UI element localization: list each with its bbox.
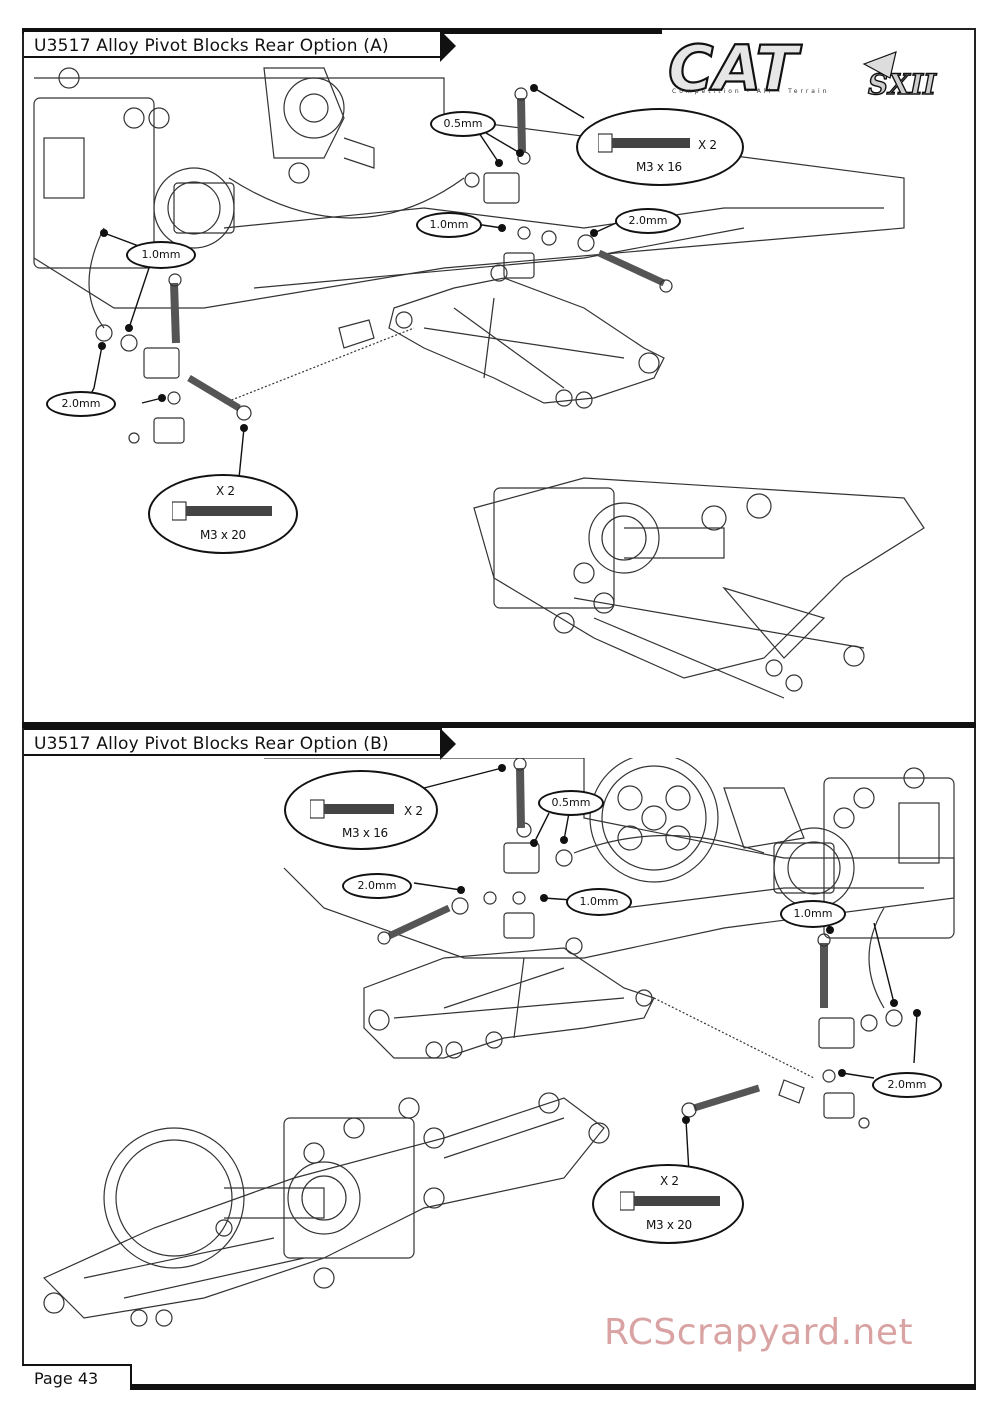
size-label: M3 x 20: [646, 1218, 692, 1232]
screw-m3x20-callout: X 2 M3 x 20: [148, 474, 298, 554]
quantity-label: X 2: [216, 484, 235, 498]
footer-band: [132, 1384, 976, 1390]
section-b-diagram: [42, 758, 955, 1327]
watermark: RCScrapyard.net: [604, 1312, 914, 1353]
page-number: Page 43: [22, 1364, 132, 1390]
washer-20-callout: 2.0mm: [342, 873, 412, 899]
size-label: M3 x 16: [342, 826, 388, 840]
screw-icon: [598, 133, 690, 153]
section-b-header-band: [22, 722, 976, 728]
quantity-label: X 2: [660, 1174, 679, 1188]
size-label: M3 x 20: [200, 528, 246, 542]
quantity-label: X 2: [698, 138, 717, 152]
section-a-diagram: [33, 67, 925, 699]
quantity-label: X 2: [404, 804, 423, 818]
washer-20-callout: 2.0mm: [872, 1072, 942, 1098]
cat-logo: CAT SXII: [667, 31, 938, 106]
logo-tagline: Competition - All - Terrain: [672, 88, 830, 95]
washer-20-callout: 2.0mm: [46, 391, 116, 417]
screw-m3x20-callout: X 2 M3 x 20: [592, 1164, 744, 1244]
screw-icon: [620, 1191, 720, 1211]
washer-05-callout: 0.5mm: [538, 790, 604, 816]
logo-suffix: SXII: [868, 68, 937, 101]
washer-10-callout: 1.0mm: [566, 888, 632, 916]
size-label: M3 x 16: [636, 160, 682, 174]
screw-icon: [310, 799, 394, 819]
logo-main: CAT: [668, 32, 803, 105]
section-a-title: U3517 Alloy Pivot Blocks Rear Option (A): [24, 30, 456, 62]
screw-m3x16-callout: X 2 M3 x 16: [576, 108, 744, 186]
washer-10-callout: 1.0mm: [126, 241, 196, 269]
washer-10-callout: 1.0mm: [416, 212, 482, 238]
washer-20-callout: 2.0mm: [615, 208, 681, 234]
section-b-title: U3517 Alloy Pivot Blocks Rear Option (B): [24, 728, 456, 760]
washer-10-callout: 1.0mm: [780, 900, 846, 928]
screw-m3x16-callout: X 2 M3 x 16: [284, 770, 438, 850]
screw-icon: [172, 501, 272, 521]
washer-05-callout: 0.5mm: [430, 111, 496, 137]
